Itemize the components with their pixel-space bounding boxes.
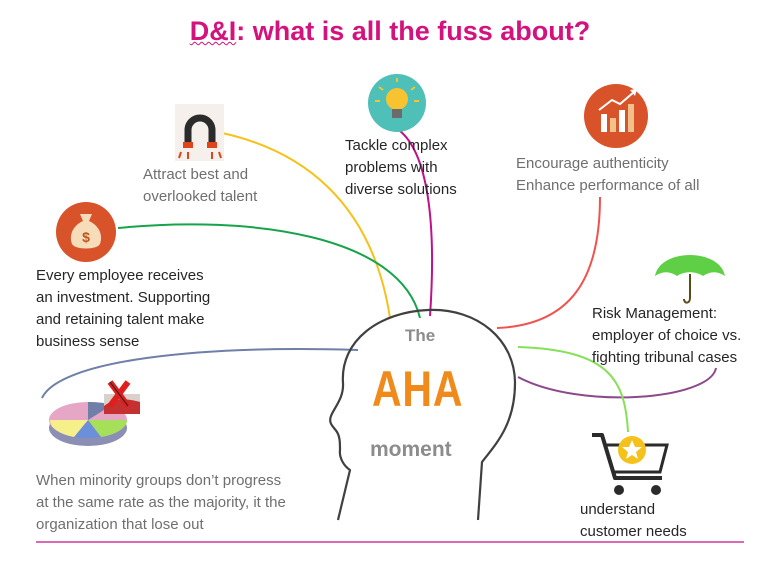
investment-text: Every employee receives an investment. S…: [36, 267, 211, 350]
tackle-text: Tackle complex problems with diverse sol…: [345, 137, 457, 198]
connector-encourage: [496, 196, 601, 329]
center-the: The: [405, 326, 436, 345]
title-rest: : what is all the fuss about?: [236, 16, 591, 46]
connector-minority: [41, 348, 359, 399]
customer-text: understand customer needs: [580, 501, 687, 540]
risk-text: Risk Management: employer of choice vs. …: [592, 305, 742, 366]
page-title: D&I: what is all the fuss about?: [0, 16, 780, 47]
head-silhouette-icon: [329, 308, 517, 521]
attract-text: Attract best and overlooked talent: [143, 166, 258, 205]
connector-attract: [221, 132, 391, 319]
growth-chart-icon: [584, 84, 648, 148]
connector-risk: [517, 367, 717, 399]
shopping-cart-star-icon: [592, 433, 669, 495]
center-moment: moment: [370, 438, 452, 461]
title-prefix: D&I: [189, 16, 237, 46]
connector-investment: [117, 223, 421, 319]
center-aha: AHA: [372, 361, 464, 417]
magnet-icon: [175, 104, 224, 161]
pie-chart-icon: [49, 380, 140, 446]
connector-tackle: [395, 127, 434, 317]
minority-text: When minority groups don’t progress at t…: [36, 472, 286, 533]
svg-text:$: $: [82, 229, 90, 245]
encourage-text: Encourage authenticity Enhance performan…: [516, 155, 700, 194]
lightbulb-icon: [368, 74, 426, 132]
money-bag-icon: $: [56, 202, 116, 262]
umbrella-icon: [655, 255, 725, 304]
connector-customer: [517, 346, 629, 433]
